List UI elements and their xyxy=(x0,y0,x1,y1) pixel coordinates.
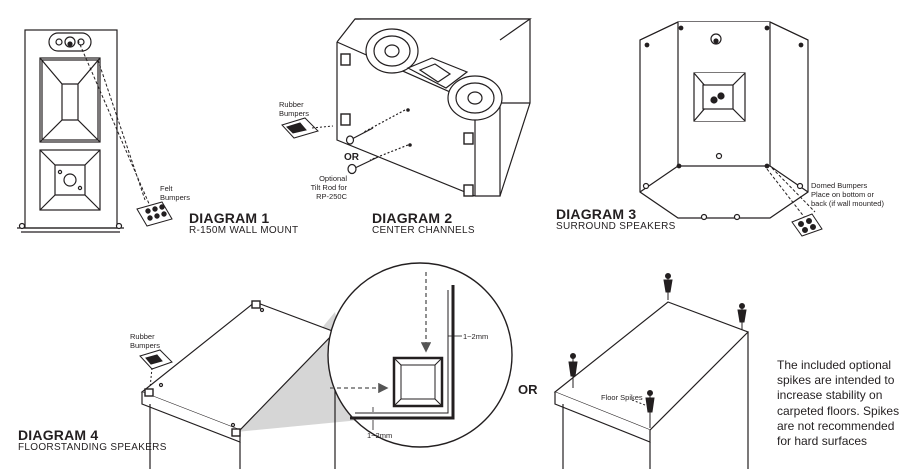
gap-top-label: 1~2mm xyxy=(463,332,489,341)
diagram-4-subtitle: FLOORSTANDING SPEAKERS xyxy=(18,442,167,453)
floor-spikes-label: Floor Spikes xyxy=(601,393,643,402)
diagram-1-title: DIAGRAM 1 xyxy=(189,210,270,226)
diagram-2-title: DIAGRAM 2 xyxy=(372,210,453,226)
diagram-1-subtitle: R-150M WALL MOUNT xyxy=(189,225,299,236)
diagram-3-subtitle: SURROUND SPEAKERS xyxy=(556,221,676,232)
gap-bottom-label: 1~2mm xyxy=(367,431,393,440)
wall-mount-speaker xyxy=(17,29,124,233)
felt-bumpers-sheet xyxy=(136,201,173,227)
speaker-with-spikes xyxy=(553,301,750,469)
spikes-or-label: OR xyxy=(518,382,538,397)
floor-spike-icons xyxy=(568,273,747,428)
magnified-corner-detail xyxy=(327,262,513,448)
felt-bumper-guide-line xyxy=(77,39,151,207)
tilt-rod-label: Optional Tilt Rod for RP-250C xyxy=(310,174,347,201)
diagram-3-title: DIAGRAM 3 xyxy=(556,206,637,222)
rubber-bumpers-label-4: Rubber Bumpers xyxy=(130,332,161,350)
domed-bumper-guide-line xyxy=(766,167,816,219)
surround-speaker xyxy=(639,21,809,221)
rubber-bumper-sheet-2 xyxy=(281,117,334,139)
floorstanding-speaker xyxy=(140,300,337,469)
center-channel-speaker xyxy=(336,18,532,197)
rubber-bumper-sheet-4 xyxy=(139,349,173,389)
domed-bumpers-sheet xyxy=(791,213,823,237)
tilt-rod-parts xyxy=(345,108,412,175)
domed-bumpers-label: Domed Bumpers Place on bottom or back (i… xyxy=(811,181,884,208)
spikes-note: The included optional spikes are intende… xyxy=(777,358,900,449)
rubber-bumpers-label-2: Rubber Bumpers xyxy=(279,100,310,118)
diagram-4-title: DIAGRAM 4 xyxy=(18,427,99,443)
tilt-rod-or-label: OR xyxy=(344,152,359,163)
felt-bumpers-label: Felt Bumpers xyxy=(160,184,191,202)
diagram-2-subtitle: CENTER CHANNELS xyxy=(372,225,475,236)
